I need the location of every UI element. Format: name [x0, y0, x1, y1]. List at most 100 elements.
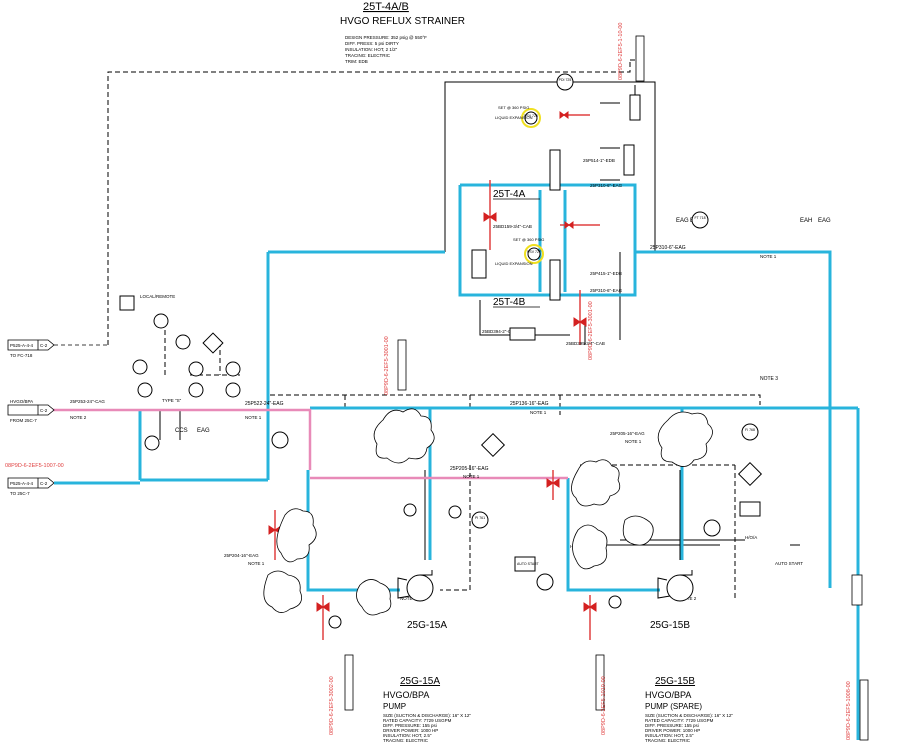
valve-suction-b: [546, 478, 560, 488]
spec-line-3: INSULATION: HOT, 2 1/2": [345, 47, 398, 52]
line-outlet-a: 25P310-6"-EAG: [590, 183, 623, 188]
offpage-2-sub: TO 25C-7: [10, 491, 30, 496]
red-lines: [274, 114, 600, 640]
line-relief-a: 25P514-1"-EDB: [583, 158, 615, 163]
pump-b-spec-3: DIFF. PRESSURE: 155 psi: [645, 723, 699, 728]
set-text-bottom: SET @ 360 PSIG: [513, 237, 544, 242]
pump-a-service: HVGO/BPA: [383, 690, 429, 700]
eag-label-1: EAG: [676, 218, 689, 224]
pi-bubble: [471, 511, 489, 529]
pump-b-spec-6: TRACING: ELECTRIC: [645, 738, 691, 743]
suction-b-label: 25P205-16"-EAG: [610, 431, 645, 436]
valve-psv-inlet: [559, 111, 569, 119]
auto-start-b: AUTO START: [775, 561, 803, 566]
note1-suction: NOTE 1: [463, 474, 480, 479]
note1-suction-b: NOTE 1: [625, 439, 642, 444]
red-ref-5: 08P9D-6-2EF5-1010-00: [601, 676, 607, 735]
auto-start-a: AUTO START: [517, 562, 540, 566]
line-outlet-b: 25P310-6"-EAG: [590, 288, 623, 293]
spec-line-2: DIFF. PRESS: 5 psi DIRTY: [345, 41, 399, 46]
pump-a-type: PUMP: [383, 702, 406, 711]
ft-718: FT 718: [694, 216, 705, 220]
pump-a-line-label: 25P204-16"-EAG: [224, 553, 259, 558]
valve-drain-b: [573, 317, 587, 327]
offpage-top-left: P525-A-4-4 C-2 TO FC-718: [7, 339, 108, 358]
eah-label-2: EAH: [800, 218, 812, 224]
pump-b-data: 25G-15B HVGO/BPA PUMP (SPARE) SIZE (SUCT…: [645, 676, 733, 743]
red-refs: 08P9D-6-2EF5-1-10-00 08P9D-6-2EF5-1007-0…: [5, 23, 852, 740]
valve-drain-a: [316, 602, 330, 612]
valves: [268, 111, 597, 612]
offpage-3-tag: HVGO/BPA: [10, 399, 33, 404]
offpage-feed-in: HVGO/BPA C-2 FROM 25C-7: [7, 399, 55, 423]
note1-return: NOTE 1: [760, 254, 777, 259]
pump-b-spec-5: INSULATION: HOT, 2.5": [645, 733, 694, 738]
pump-a-data: 25G-15A HVGO/BPA PUMP SIZE (SUCTION & DI…: [383, 676, 471, 743]
red-ref-2: 08P9D-6-2EF5-1007-00: [5, 463, 64, 469]
pump-b-data-tag: 25G-15B: [655, 676, 695, 687]
title-block: 25T-4A/B HVGO REFLUX STRAINER DESIGN PRE…: [340, 1, 465, 64]
strainer-area: 25T-4A 25T-4B PSV 726 PSV 727 SET @ 360 …: [471, 73, 623, 346]
pump-a-spec-3: DIFF. PRESSURE: 155 psi: [383, 723, 437, 728]
offpage-3-sub: FROM 25C-7: [10, 418, 37, 423]
line-drain: 25BD394-2"-CAB: [482, 329, 517, 334]
fi-768-bubble: [741, 423, 759, 441]
psv-highlight-top: [521, 108, 541, 128]
instruments: LOCAL/REMOTE FT 718 FI 768 PI 761 AUTO S…: [119, 211, 803, 629]
pump-a-spec-1: SIZE (SUCTION & DISCHARGE): 16" X 12": [383, 713, 471, 718]
fi-768: FI 768: [745, 428, 755, 432]
equip-tag: 25T-4A/B: [363, 1, 409, 13]
eag-label-ccs: EAG: [197, 428, 210, 434]
strainer-a-label: 25T-4A: [493, 189, 526, 200]
valve-drain-pump-b: [583, 602, 597, 612]
pump-a-tag: 25G-15A: [407, 620, 447, 631]
offpage-1-sub: TO FC-718: [10, 353, 33, 358]
process-lines-pink: [40, 408, 568, 480]
eag-label-2: EAG: [818, 218, 831, 224]
pump-b-spec-4: DRIVER POWER: 1000 HP: [645, 728, 700, 733]
pump-a-spec-5: INSULATION: HOT, 2.5": [383, 733, 432, 738]
pump-b-service: HVGO/BPA: [645, 690, 691, 700]
pump-a-spec-6: TRACING: ELECTRIC: [383, 738, 429, 743]
clouds: [263, 408, 713, 616]
offpage-1-box: C-2: [40, 343, 48, 348]
offpage-connectors: P525-A-4-4 C-2 TO FC-718 P525-A-4-4 C-2 …: [7, 339, 140, 496]
note1-header: NOTE 1: [530, 410, 547, 415]
offpage-2-box: C-2: [40, 481, 48, 486]
offpage-2-tag: P525-A-4-4: [10, 481, 34, 486]
pdi-725: PDI 725: [559, 78, 572, 82]
pump-b-spec-2: RATED CAPACITY: 7729 USGPM: [645, 718, 714, 723]
feed-in-label: 25P253-24"-CAG: [70, 399, 105, 404]
pump-a-data-tag: 25G-15A: [400, 676, 440, 687]
psv-726: PSV 726: [524, 114, 538, 118]
note2-label: NOTE 2: [70, 415, 87, 420]
bottom-offpage-boxes: [344, 35, 869, 741]
spec-line-4: TRACING: ELECTRIC: [345, 53, 391, 58]
feed-line-label: 25P522-24"-EAG: [245, 401, 284, 407]
line-drain2: 25BD395-3/4"-CAB: [566, 341, 605, 346]
suction-a-label: 25P205-16"-EAG: [450, 466, 489, 472]
liq-exp-bottom: LIQUID EXPANSION: [495, 261, 533, 266]
note1-feed: NOTE 1: [245, 415, 262, 420]
return-line-label: 25P310-6"-EAG: [650, 245, 686, 251]
pump-b-type: PUMP (SPARE): [645, 702, 702, 711]
valve-psv-b-inlet: [564, 221, 574, 229]
pump-a-spec-4: DRIVER POWER: 1000 HP: [383, 728, 438, 733]
equip-name: HVGO REFLUX STRAINER: [340, 16, 465, 27]
note3-label: NOTE 3: [760, 376, 778, 382]
offpage-1-tag: P525-A-4-4: [10, 343, 34, 348]
note2-pump-a: NOTE 2: [400, 596, 417, 601]
pump-b-spec-1: SIZE (SUCTION & DISCHARGE): 16" X 12": [645, 713, 733, 718]
spec-line-1: DESIGN PRESSURE: 352 psig @ 550°F: [345, 35, 427, 40]
red-ref-4: 08P9D-6-2EF5-3002-00: [329, 676, 335, 735]
red-ref-7: 08P9D-6-2EF5-3001-00: [588, 301, 594, 360]
line-relief-b: 25P415-1"-EDB: [590, 271, 622, 276]
line-bypass: 25BD159-3/4"-CAB: [493, 224, 532, 229]
ccs-label: CCS: [175, 428, 188, 434]
psv-727: PSV 727: [527, 250, 541, 254]
type-s-label: TYPE "S": [162, 398, 182, 403]
pump-a: 25G-15A: [397, 570, 447, 631]
valve-bypass: [483, 212, 497, 222]
red-ref-6: 08P9D-6-2EF5-1008-00: [846, 681, 852, 740]
